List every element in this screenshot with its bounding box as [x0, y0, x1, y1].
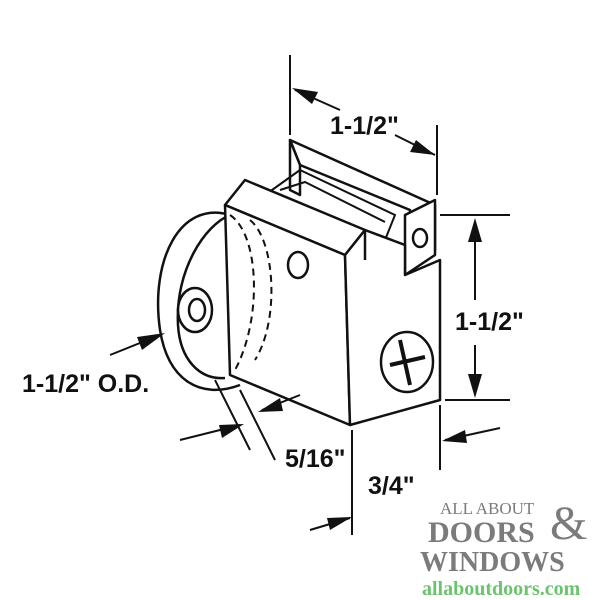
dimension-lines	[109, 55, 510, 535]
depth-label: 3/4"	[368, 472, 415, 500]
logo-url: allaboutdoors.com	[422, 578, 581, 600]
logo-line3: WINDOWS	[420, 547, 565, 578]
wheel	[156, 211, 241, 392]
logo-line2: DOORS	[428, 516, 535, 549]
screw-icon	[379, 330, 435, 394]
wheel-od-label: 1-1/2" O.D.	[22, 370, 150, 398]
logo-line1: ALL ABOUT	[440, 499, 535, 518]
housing	[223, 178, 442, 427]
wheel-thickness-label: 5/16"	[285, 445, 346, 473]
height-label: 1-1/2"	[455, 308, 524, 336]
top-width-label: 1-1/2"	[330, 112, 399, 140]
logo-ampersand: &	[550, 497, 588, 550]
